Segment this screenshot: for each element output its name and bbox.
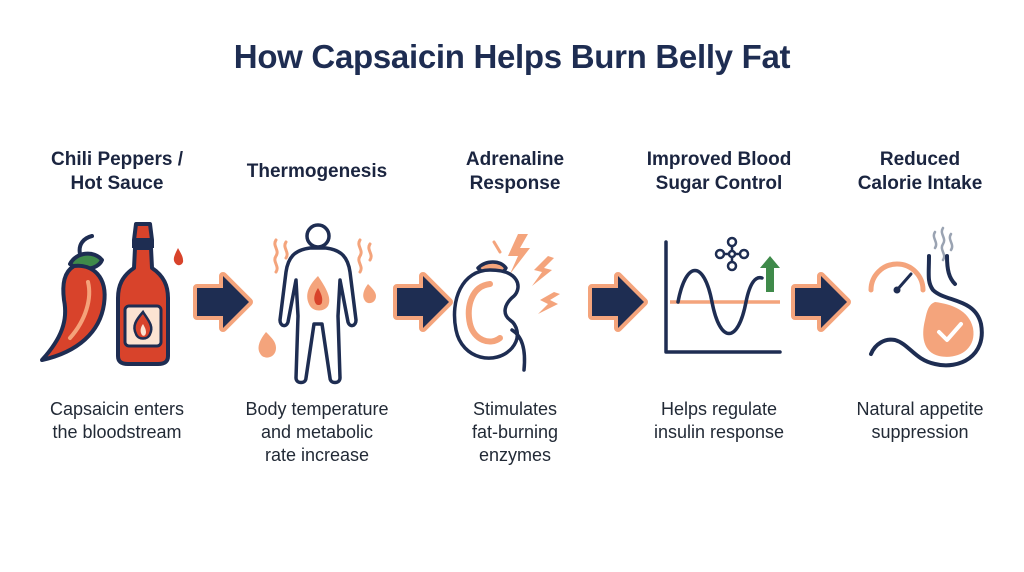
adrenal-gland-icon — [452, 234, 560, 372]
page-title: How Capsaicin Helps Burn Belly Fat — [233, 38, 791, 75]
arrow-right-icon — [588, 272, 648, 332]
blood-sugar-chart-icon — [664, 236, 782, 354]
arrow-right-icon — [193, 272, 253, 332]
step-heading: Improved Blood Sugar Control — [646, 149, 792, 194]
step-heading: Adrenaline Response — [465, 149, 565, 194]
arrow-right-icon — [791, 272, 851, 332]
step-description: Natural appetite suppression — [856, 399, 984, 442]
step-heading: Chili Peppers / Hot Sauce — [51, 149, 183, 194]
step-description: Stimulates fat-burning enzymes — [471, 399, 559, 465]
stomach-appetite-icon — [868, 226, 984, 368]
step-description: Helps regulate insulin response — [653, 399, 785, 442]
step-heading: Thermogenesis — [246, 161, 388, 182]
step-description: Capsaicin enters the bloodstream — [49, 399, 185, 442]
step-description: Body temperature and metabolic rate incr… — [245, 399, 389, 465]
chili-pepper-hot-sauce-icon — [40, 222, 184, 366]
body-heat-icon — [258, 223, 376, 385]
step-heading: Reduced Calorie Intake — [857, 149, 983, 194]
arrow-right-icon — [393, 272, 453, 332]
